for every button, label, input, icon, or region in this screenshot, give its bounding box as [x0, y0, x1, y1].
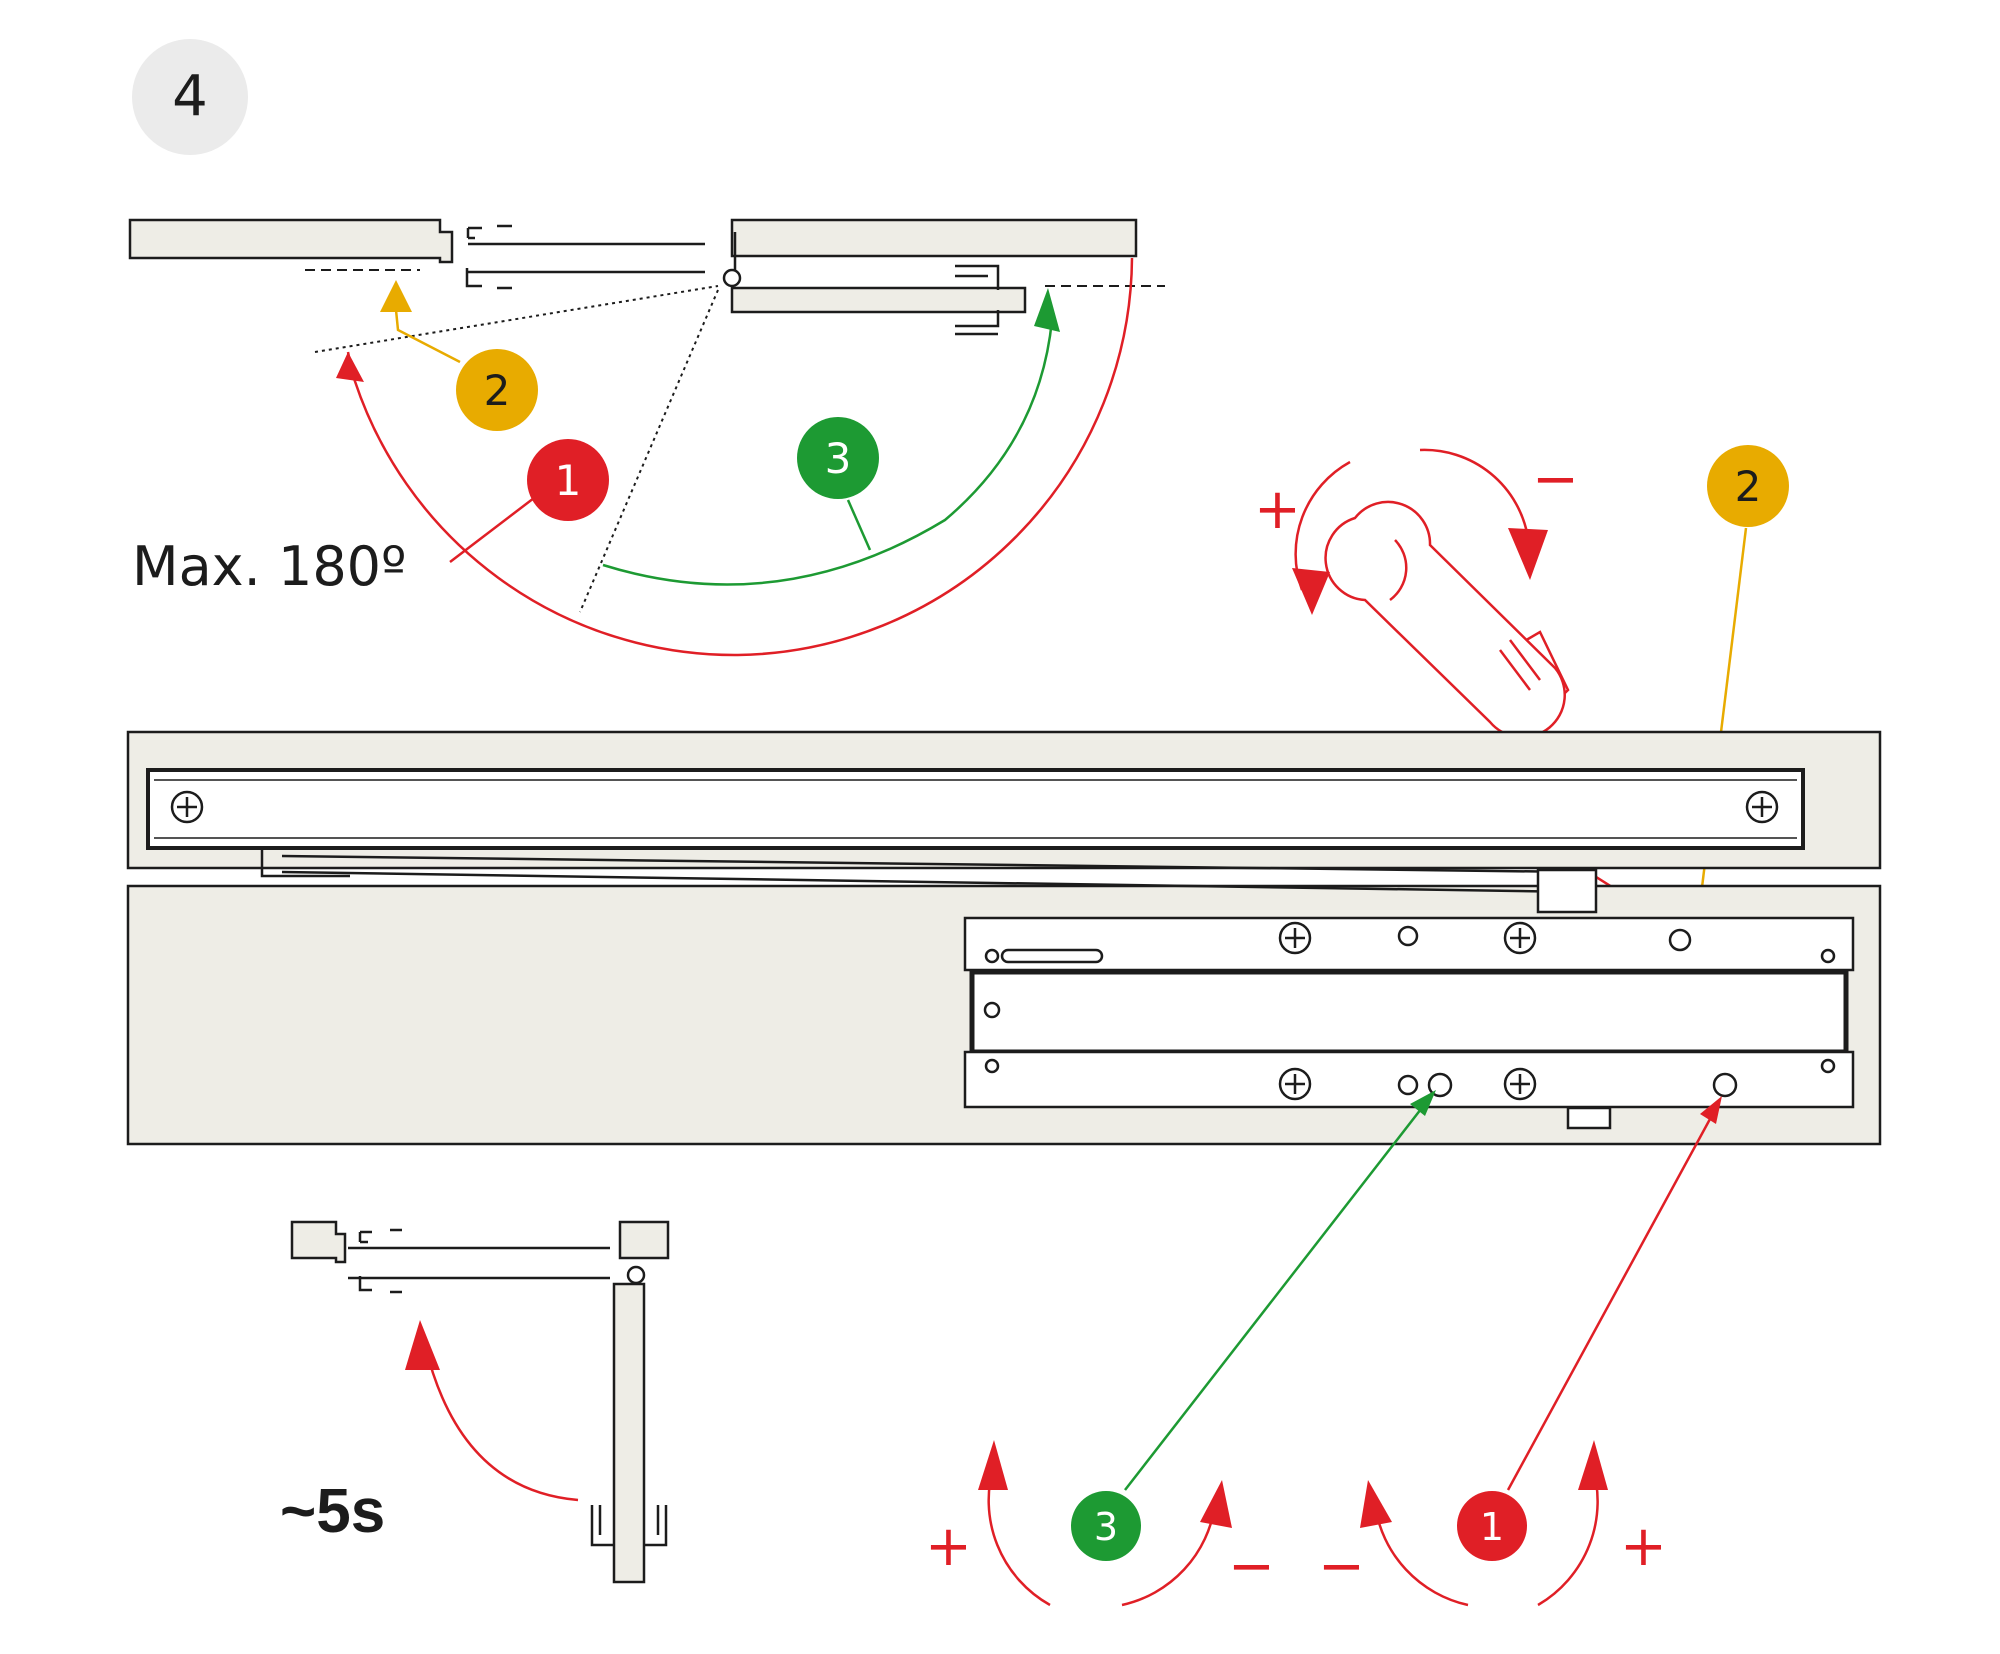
arrowhead-red-valve [1700, 1096, 1722, 1124]
screw-rail-right [1745, 790, 1779, 824]
valve3-minus: − [1228, 1534, 1275, 1599]
closer-arm [468, 242, 705, 274]
top-plan-view [128, 218, 1165, 613]
arrowhead-green-top [1034, 288, 1060, 332]
badge-top-3: 3 [797, 417, 879, 499]
valve3-arrowhead-right [1200, 1480, 1232, 1528]
door-leaf-open [730, 286, 1027, 314]
valve1-arrowhead-right [1578, 1440, 1608, 1490]
svg-text:3: 3 [825, 434, 852, 483]
valve-2 [1668, 928, 1692, 952]
detail-bracket [358, 1228, 402, 1294]
screw-closer-2 [1503, 921, 1537, 955]
frame-bracket [465, 224, 512, 290]
valve1-plus: + [1620, 1514, 1667, 1579]
closer-hole-tl [984, 948, 1000, 964]
svg-text:1: 1 [555, 456, 582, 505]
svg-text:3: 3 [1094, 1505, 1118, 1549]
closer-hole-bl [984, 1058, 1000, 1074]
closer-slot [1000, 948, 1104, 964]
closer-hole-tr [1820, 948, 1836, 964]
door-closer-assembly [126, 730, 1882, 1146]
valve-3 [1427, 1072, 1453, 1098]
svg-text:2: 2 [1735, 462, 1762, 511]
valve3-plus: + [925, 1514, 972, 1579]
detail-wall-right [618, 1220, 670, 1260]
rotate-arrowhead-left [1292, 568, 1330, 615]
closer-body-middle [969, 969, 1849, 1055]
arc-green [602, 319, 1054, 586]
svg-text:2: 2 [484, 366, 511, 415]
closed-door-detail [290, 1220, 670, 1584]
closer-bracket [955, 264, 1000, 336]
slide-rail [146, 768, 1805, 850]
timing-label: ~5s [280, 1477, 385, 1546]
wall-left [128, 218, 454, 264]
closer-arm-assembly [260, 848, 1581, 894]
detail-closer-bracket [590, 1505, 668, 1547]
screwdriver-grip [1499, 639, 1541, 691]
arc-red-max-180 [350, 257, 1134, 657]
detail-arm [348, 1246, 610, 1280]
leader-red-1 [449, 497, 535, 563]
closer-hole-left [983, 1001, 1001, 1019]
wall-right [730, 218, 1138, 258]
valve1-arrowhead-left [1360, 1480, 1392, 1528]
ref-line-steep [579, 289, 719, 613]
rotate-arrow-right [1419, 448, 1530, 539]
leader-red-valve [1506, 1107, 1718, 1491]
badge-right-2: 2 [1707, 445, 1789, 527]
badge-top-2: 2 [456, 349, 538, 431]
screwdriver-handle [1324, 500, 1566, 739]
arm-pivot-block [1536, 868, 1598, 914]
hole-top [1397, 925, 1419, 947]
slide-rail-inner [154, 779, 1797, 839]
arrowhead-closing [405, 1320, 440, 1370]
closer-foot [1566, 1106, 1612, 1130]
minus-sign-top: − [1532, 447, 1579, 512]
valve1-minus: − [1318, 1534, 1365, 1599]
step-badge: 4 [132, 39, 248, 155]
detail-wall-left [290, 1220, 347, 1264]
leader-yellow-2 [394, 309, 461, 364]
screw-closer-4 [1503, 1067, 1537, 1101]
arrowhead-green-valve [1410, 1090, 1436, 1116]
badge-top-1: 1 [527, 439, 609, 521]
detail-hinge [626, 1265, 646, 1285]
screws [170, 790, 1836, 1101]
arrowhead-yellow-top [380, 280, 412, 312]
max-angle-label: Max. 180º [132, 535, 406, 598]
step-badge-circle [132, 39, 248, 155]
screw-rail-left [170, 790, 204, 824]
screwdriver-handle-line [1389, 539, 1408, 602]
top-arrowheads [336, 280, 1060, 382]
closer-hole-br [1820, 1058, 1836, 1074]
screw-closer-3 [1278, 1067, 1312, 1101]
top-arcs [346, 257, 1134, 657]
plus-sign-top: + [1254, 477, 1301, 542]
leader-green-valve [1124, 1099, 1429, 1491]
badge-bottom-1: 1 [1457, 1491, 1527, 1561]
valve-1 [1712, 1072, 1738, 1098]
step-number: 4 [172, 64, 208, 129]
hole-bottom [1397, 1074, 1419, 1096]
detail-door-closed [612, 1282, 646, 1584]
screw-closer-1 [1278, 921, 1312, 955]
ref-line-diagonal [314, 285, 719, 353]
svg-text:1: 1 [1480, 1505, 1504, 1549]
arc-closing [423, 1344, 579, 1502]
rotate-arrowhead-right [1508, 528, 1548, 580]
valve3-arrowhead-left [978, 1440, 1008, 1490]
arrowhead-red-top [336, 352, 364, 382]
hinge-pivot [722, 268, 742, 288]
leader-green-3 [846, 499, 872, 551]
badge-bottom-3: 3 [1071, 1491, 1141, 1561]
screwdriver [1324, 500, 1690, 947]
